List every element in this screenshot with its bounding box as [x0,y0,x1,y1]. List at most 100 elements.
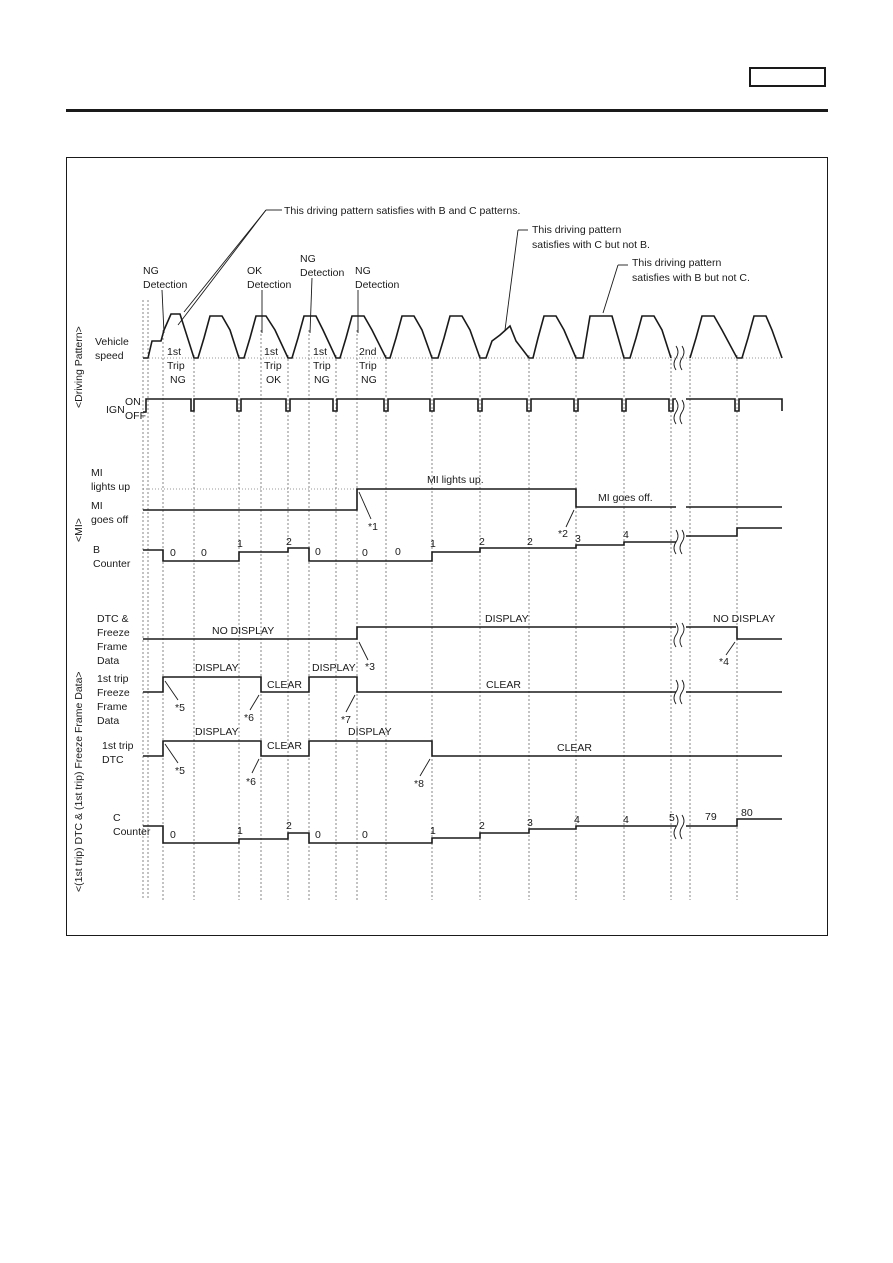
ff-clear-text-1: CLEAR [267,679,302,691]
dtc-no-display-right-text: NO DISPLAY [713,613,775,625]
ign-off-label: OFF [125,410,146,422]
trip-3-line3: NG [314,374,330,386]
trip-4-line3: NG [361,374,377,386]
ff-label-line3: Frame [97,701,127,713]
trip-1-line2: Trip [167,360,185,372]
detection-1-line2: Detection [143,279,188,291]
dtc-display-text: DISPLAY [485,613,529,625]
section-dtc-freeze-frame: <(1st trip) DTC & (1st trip) Freeze Fram… [73,671,85,892]
detection-3-line2: Detection [300,267,345,279]
b-value-7: 0 [395,546,401,558]
header-box [749,67,826,87]
b-value-12: 4 [623,529,629,541]
trip-1-line3: NG [170,374,186,386]
detection-1-line1: NG [143,265,159,277]
ff-display-text-2: DISPLAY [312,662,356,674]
mi-goes-off-text: MI goes off. [598,492,653,504]
vehicle-speed-label-line1: Vehicle [95,336,129,348]
c-value-6: 1 [430,825,436,837]
trip-3-line1: 1st [313,346,327,358]
mi-lights-up-text: MI lights up. [427,474,484,486]
trip-2-line1: 1st [264,346,278,358]
trip-1-line1: 1st [167,346,181,358]
detection-3-line1: NG [300,253,316,265]
dtc-freeze-frame-signal [143,626,676,640]
note-6a: *6 [244,712,254,724]
c-value-4: 0 [315,829,321,841]
tdtc-display-text-1: DISPLAY [195,726,239,738]
detection-4-line2: Detection [355,279,400,291]
detection-2-line1: OK [247,265,262,277]
mi-goes-off-label-line2: goes off [91,514,128,526]
detection-labels: NG Detection OK Detection NG Detection N… [143,253,400,291]
note-8: *8 [414,778,424,790]
note-5a: *5 [175,702,185,714]
b-value-5: 0 [315,546,321,558]
c-value-3: 2 [286,820,292,832]
b-counter-signal-right [686,527,782,537]
c-value-2: 1 [237,825,243,837]
b-value-6: 0 [362,547,368,559]
c-value-7: 2 [479,820,485,832]
annotation-b-not-c-line2: satisfies with B but not C. [632,272,750,284]
trip-4-line2: Trip [359,360,377,372]
b-counter-label-line2: Counter [93,558,131,570]
b-value-1: 0 [170,547,176,559]
annotation-b-and-c: This driving pattern satisfies with B an… [284,205,520,217]
vehicle-speed-trace-right [689,315,783,359]
mi-lights-up-label-line1: MI [91,467,103,479]
ign-signal [143,398,676,413]
dtc-freeze-frame-signal-right [686,626,782,640]
tdtc-clear-text-1: CLEAR [267,740,302,752]
ff-label-line4: Data [97,715,119,727]
vehicle-speed-trace [143,313,672,359]
trip-4-line1: 2nd [359,346,377,358]
diagram-frame [66,157,828,936]
c-counter-signal [143,825,676,844]
b-value-11: 3 [575,533,581,545]
ign-signal-right [686,398,783,412]
detection-2-line2: Detection [247,279,292,291]
c-counter-signal-right [686,818,782,827]
c-value-13: 80 [741,807,753,819]
note-6b: *6 [246,776,256,788]
b-counter-label-line1: B [93,544,100,556]
b-value-4: 2 [286,536,292,548]
c-value-1: 0 [170,829,176,841]
c-value-8: 3 [527,817,533,829]
first-trip-freeze-frame-signal [143,676,676,693]
c-counter-label-line1: C [113,812,121,824]
section-driving-pattern: <Driving Pattern> [73,326,85,408]
b-value-2: 0 [201,547,207,559]
note-3: *3 [365,661,375,673]
note-1: *1 [368,521,378,533]
note-5b: *5 [175,765,185,777]
detection-4-line1: NG [355,265,371,277]
first-trip-dtc-signal [143,740,782,757]
annotation-c-not-b-line1: This driving pattern [532,224,621,236]
break-marks [673,345,685,840]
ff-display-text-1: DISPLAY [195,662,239,674]
dtc-label-line4: Data [97,655,119,667]
ign-label: IGN [106,404,125,416]
annotation-leaders [161,209,628,334]
b-counter-signal [143,541,676,562]
trip-2-line2: Trip [264,360,282,372]
trip-2-line3: OK [266,374,281,386]
header-rule [66,109,828,112]
mi-lights-up-label-line2: lights up [91,481,130,493]
grid-lines [142,300,738,900]
mi-goes-off-label-line1: MI [91,500,103,512]
vehicle-speed-label-line2: speed [95,350,124,362]
trip-labels: 1st Trip NG 1st Trip OK 1st Trip NG 2nd … [167,346,377,386]
ff-label-line2: Freeze [97,687,130,699]
ff-label-line1: 1st trip [97,673,129,685]
b-counter-values: 0 0 1 2 0 0 0 1 2 2 3 4 [170,529,629,559]
ign-on-label: ON [125,396,141,408]
annotation-c-not-b-line2: satisfies with C but not B. [532,239,650,251]
c-value-11: 5 [669,812,675,824]
annotation-b-not-c-line1: This driving pattern [632,257,721,269]
c-counter-label-line2: Counter [113,826,151,838]
c-value-12: 79 [705,811,717,823]
